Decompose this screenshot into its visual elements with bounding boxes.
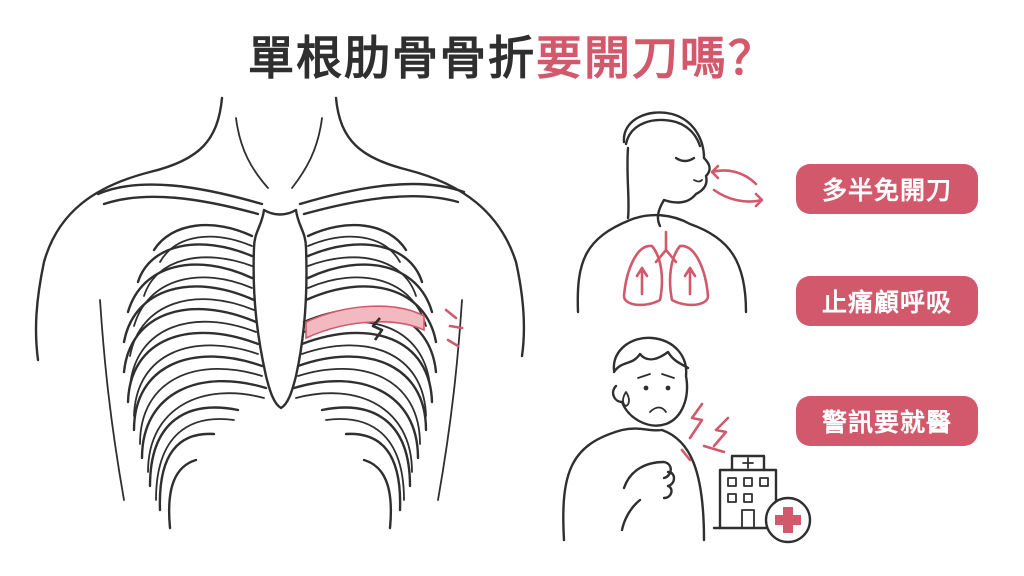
rib-left-4 [122,285,256,344]
neck-muscle-left [235,117,269,189]
shoulders [576,213,748,314]
eye-right [665,385,671,391]
rib-right-9 [320,406,412,488]
rib-right-2 [306,243,424,284]
rib-left-1 [152,223,254,252]
rib-left-8 [140,380,268,460]
rib-right-7b [297,368,421,445]
rib-left-11 [168,458,198,530]
rib-left-1b [159,235,253,263]
clavicle-left [96,183,264,206]
rib-left-6b [133,344,259,417]
badge-pain-relief-breathing: 止痛顧呼吸 [796,276,978,326]
rib-right-4 [304,285,438,344]
badge-pain-relief-label: 止痛顧呼吸 [821,288,952,317]
rib-left-8b [147,392,265,473]
rib-left-5 [122,307,258,374]
rib-left-7b [139,368,263,445]
rib-right-7 [296,355,428,432]
pain-marks [444,308,464,348]
frown [649,406,667,413]
hair [624,118,702,148]
badge-warning-signs-label: 警訊要就醫 [821,408,952,437]
worried-brow-left [637,373,651,379]
page-title: 單根肋骨骨折要開刀嗎？ [0,22,1024,88]
hand-on-chest [620,460,676,532]
worried-brow-right [661,373,675,379]
arm-line-left [99,299,125,501]
rib-right-9b [325,418,405,501]
rib-right-1b [307,235,401,263]
rib-right-6b [301,344,427,417]
rib-right-1 [306,223,408,252]
torso-outline-right [334,96,526,358]
lightning-bolt-icon [680,402,730,462]
rib-left-10 [158,432,216,512]
person-in-pain [562,336,730,542]
rib-right-3b [307,276,427,327]
neck-muscle-right [291,117,323,189]
eye-left [643,385,649,391]
fractured-rib-highlight [305,305,425,340]
arm-line-right [437,299,463,501]
torso-illustration [34,96,526,501]
rib-left-3b [133,276,253,327]
rib-left-3 [126,263,254,314]
right-ribs [292,223,438,530]
rib-right-2b [307,256,417,297]
pain-body [562,427,706,542]
breathing-person [576,111,764,314]
badge-no-surgery-label: 多半免開刀 [821,176,952,205]
clavicle-left-lower [102,195,260,216]
rib-right-8b [295,392,413,473]
rib-left-2 [136,243,254,284]
pain-head [611,336,689,427]
clavicle-right-lower [302,195,460,216]
rib-left-4b [129,298,255,357]
rib-left-2b [143,256,253,297]
badge-no-surgery: 多半免開刀 [796,164,978,214]
pain-hair [612,350,690,374]
rib-left-5b [129,320,257,387]
title-question-part: 單根肋骨骨折 [248,31,536,85]
left-ribs [122,223,268,530]
breathing-arrows-icon [710,164,764,208]
lungs-icon [622,230,710,307]
ribcage [96,182,466,530]
head-outline [622,111,711,228]
rib-right-11 [362,458,392,530]
rib-left-9 [148,406,240,488]
rib-right-8 [292,380,420,460]
sternum [252,208,308,410]
neck-back [626,146,630,220]
rib-left-9b [155,418,235,501]
rib-right-3 [306,263,434,314]
mouth [693,179,703,183]
clavicle-right [298,182,466,206]
fracture-line [371,317,384,341]
closed-eye [674,156,696,163]
torso-outline-left [34,96,224,362]
title-accent-part: 要開刀嗎？ [536,31,776,85]
sweat-drop [622,391,630,407]
medical-cross-icon [764,496,812,544]
rib-right-10 [344,432,402,512]
rib-left-7 [132,355,264,432]
badge-warning-signs: 警訊要就醫 [796,396,978,446]
